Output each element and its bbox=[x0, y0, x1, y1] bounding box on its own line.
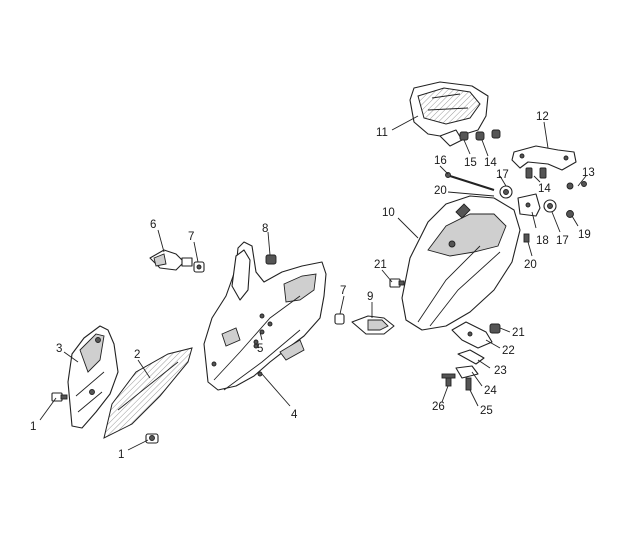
part-2-grille-panel bbox=[103, 347, 193, 439]
callout-8: 8 bbox=[262, 223, 268, 235]
part-24-clip bbox=[455, 365, 479, 379]
part-11-instrument-cluster bbox=[409, 81, 489, 147]
part-21-bolt-upper bbox=[389, 278, 405, 288]
part-7-nut-right bbox=[334, 313, 345, 325]
callout-9: 9 bbox=[367, 291, 373, 303]
part-14-screw-lower bbox=[525, 167, 547, 179]
callout-21-lower: 21 bbox=[512, 327, 525, 339]
part-1-bolt-upper bbox=[51, 392, 68, 402]
callout-1-lower: 1 bbox=[118, 449, 124, 461]
callout-20-lower: 20 bbox=[524, 259, 537, 271]
part-12-bracket bbox=[511, 145, 577, 171]
part-23-clip bbox=[457, 349, 485, 365]
callout-5: 5 bbox=[257, 343, 263, 355]
part-20-screw bbox=[523, 233, 530, 243]
callout-18: 18 bbox=[536, 235, 549, 247]
part-8-grommet bbox=[265, 254, 277, 265]
callout-7-right: 7 bbox=[340, 285, 346, 297]
part-7-nut-left bbox=[193, 261, 205, 273]
callout-1-upper: 1 bbox=[30, 421, 36, 433]
callout-11: 11 bbox=[376, 127, 388, 139]
callout-25: 25 bbox=[480, 405, 493, 417]
callout-20-upper: 20 bbox=[434, 185, 447, 197]
callout-2: 2 bbox=[134, 349, 140, 361]
part-5-screws bbox=[253, 329, 265, 345]
part-19-nut bbox=[566, 210, 574, 218]
part-9-turn-signal bbox=[351, 315, 395, 335]
callout-26: 26 bbox=[432, 401, 445, 413]
callout-19: 19 bbox=[578, 229, 591, 241]
callout-12: 12 bbox=[536, 111, 549, 123]
callout-13: 13 bbox=[582, 167, 595, 179]
part-21-bolt-lower bbox=[489, 323, 501, 334]
callout-14-lower: 14 bbox=[538, 183, 551, 195]
callout-3: 3 bbox=[56, 343, 62, 355]
callout-14-upper: 14 bbox=[484, 157, 497, 169]
part-15-screw bbox=[459, 131, 469, 141]
callout-leaders bbox=[39, 115, 587, 451]
part-16-long-bolt bbox=[445, 172, 495, 191]
callout-23: 23 bbox=[494, 365, 507, 377]
part-17-bushing-right bbox=[543, 199, 557, 213]
part-26-screw bbox=[441, 373, 456, 387]
callout-6: 6 bbox=[150, 219, 156, 231]
callout-labels: 1 1 2 3 4 5 6 7 7 8 9 10 11 12 13 14 14 … bbox=[30, 111, 595, 461]
part-1-bolt-lower bbox=[145, 433, 159, 444]
callout-17-left: 17 bbox=[496, 169, 509, 181]
part-13-fastener bbox=[566, 181, 587, 190]
part-25-screw bbox=[465, 377, 472, 391]
callout-22: 22 bbox=[502, 345, 515, 357]
part-6-turn-signal bbox=[149, 249, 193, 271]
callout-4: 4 bbox=[291, 409, 298, 421]
callout-10: 10 bbox=[382, 207, 395, 219]
part-10-headlight-cowl bbox=[401, 195, 521, 331]
callout-16: 16 bbox=[434, 155, 447, 167]
callout-15: 15 bbox=[464, 157, 477, 169]
callout-21-upper: 21 bbox=[374, 259, 387, 271]
callout-17-right: 17 bbox=[556, 235, 569, 247]
callout-24: 24 bbox=[484, 385, 497, 397]
part-4-front-fairing-shell bbox=[203, 241, 327, 391]
callout-7-left: 7 bbox=[188, 231, 194, 243]
part-14-screw-upper bbox=[475, 129, 501, 141]
part-17-bushing-left bbox=[499, 185, 513, 199]
part-18-mount-plate bbox=[517, 193, 541, 217]
part-22-lower-bracket bbox=[451, 321, 493, 349]
part-3-left-side-cover bbox=[67, 325, 119, 429]
